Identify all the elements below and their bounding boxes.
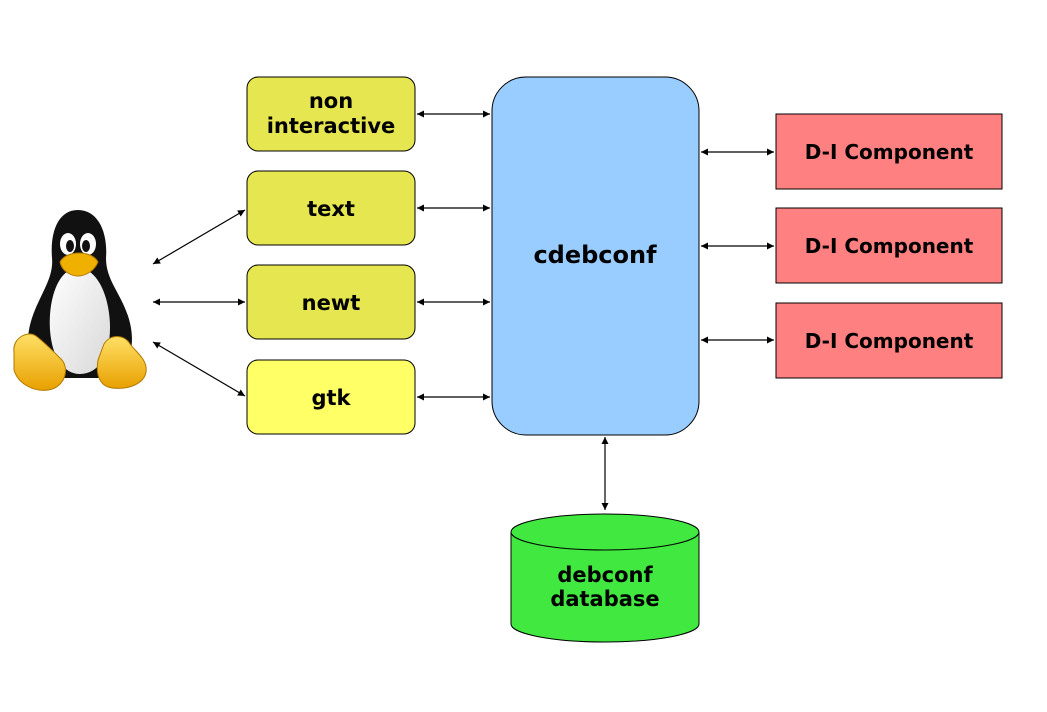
di-component-1: D-I Component [775, 113, 1003, 190]
di-component-3: D-I Component [775, 302, 1003, 379]
frontend-label: gtk [311, 386, 351, 410]
cdebconf-core: cdebconf [491, 76, 700, 436]
debconf-database: debconf database [510, 513, 700, 643]
di-component-2: D-I Component [775, 207, 1003, 284]
component-label: D-I Component [805, 234, 974, 258]
user-frontend-arrows [152, 209, 246, 397]
frontend-label-line1: non [309, 89, 353, 113]
component-label: D-I Component [805, 329, 974, 353]
core-component-arrows [701, 148, 774, 344]
frontend-label: newt [302, 291, 361, 315]
frontend-label: text [307, 197, 355, 221]
frontend-label-line2: interactive [267, 114, 396, 138]
frontend-newt: newt [246, 264, 416, 340]
frontend-core-arrows [417, 110, 490, 401]
tux-penguin-icon [13, 210, 147, 391]
frontend-gtk: gtk [246, 359, 416, 435]
database-label-line1: debconf [557, 563, 653, 587]
component-label: D-I Component [805, 140, 974, 164]
frontend-non-interactive: non interactive [246, 76, 416, 152]
database-label-line2: database [550, 587, 659, 611]
cdebconf-label: cdebconf [533, 241, 657, 269]
frontend-text: text [246, 170, 416, 246]
